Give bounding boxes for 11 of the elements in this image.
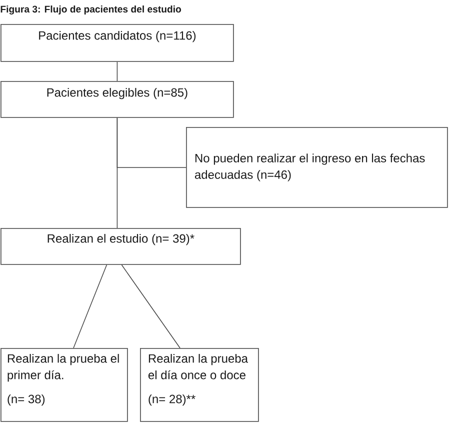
connector-line [121, 264, 180, 348]
flow-box: Pacientes elegibles (n=85) [0, 81, 234, 118]
flow-box: Pacientes candidatos (n=116) [0, 24, 234, 62]
connector-line [116, 62, 118, 82]
figure-title: Figura 3: Flujo de pacientes del estudio [0, 6, 182, 14]
flow-box: Realizan la prueba el día once o doce (n= 28)** [140, 348, 259, 422]
flow-box: Realizan la prueba el primer día. (n= 38) [0, 348, 128, 422]
connector-line [116, 118, 186, 168]
connector-line [73, 264, 108, 348]
flow-box: Realizan el estudio (n= 39)* [0, 228, 241, 265]
flow-box: No pueden realizar el ingreso en las fechas adecuadas (n=46) [186, 127, 448, 208]
